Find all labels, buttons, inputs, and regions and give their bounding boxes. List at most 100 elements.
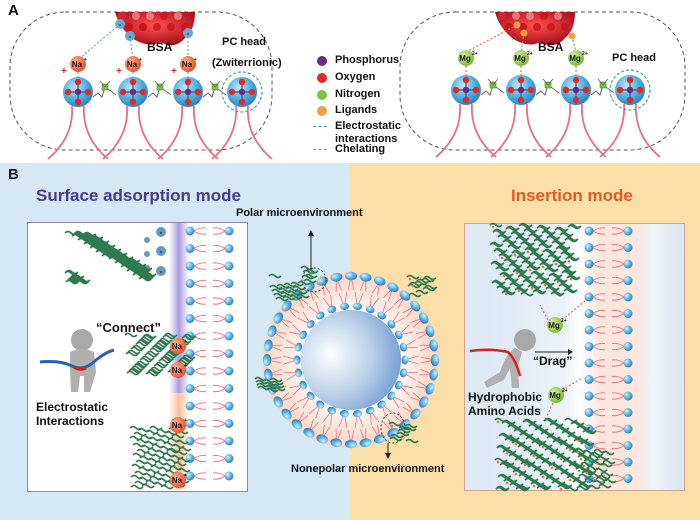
lipid-tail <box>212 349 226 354</box>
lipid-tail <box>193 230 207 235</box>
helix <box>151 453 165 459</box>
lipid-tail <box>611 342 625 347</box>
helix <box>538 243 552 249</box>
hydrophobic-residue <box>504 292 508 296</box>
helix <box>128 368 142 374</box>
helix <box>538 483 552 489</box>
vesicle-outer-head <box>273 396 284 408</box>
helix <box>539 262 553 268</box>
oxygen-atom <box>238 78 246 86</box>
hydrophobic-residue <box>577 439 581 443</box>
helix <box>421 277 435 283</box>
lipid-tail <box>611 392 625 397</box>
helix <box>550 291 564 297</box>
methyl-group <box>487 78 505 94</box>
pc-head-highlight <box>221 71 263 113</box>
helix <box>142 334 156 340</box>
lipid-tail <box>212 454 226 459</box>
helix <box>523 228 537 234</box>
helix <box>603 478 617 484</box>
bsa-bump <box>547 23 555 31</box>
bsa-bump <box>174 12 182 20</box>
vesicle-outer-head <box>291 419 303 430</box>
lipid-tail <box>83 105 109 160</box>
lipid-tail <box>193 265 207 270</box>
lipid-head <box>584 342 594 351</box>
helix <box>576 485 590 491</box>
sodium-ion <box>180 56 196 72</box>
helix <box>177 359 191 365</box>
electrostatic-interaction-line <box>77 23 121 61</box>
helix <box>130 346 144 352</box>
lipid-tail <box>611 379 625 384</box>
vesicle-inner-head <box>399 342 408 352</box>
helix <box>147 369 161 375</box>
oxygen-atom <box>626 96 634 104</box>
helix <box>165 351 179 357</box>
helix <box>422 286 436 292</box>
helix <box>541 430 555 436</box>
lipid-head <box>224 471 234 481</box>
helix <box>414 280 428 286</box>
phosphorus-atom <box>238 88 246 96</box>
bsa-label-right: BSA <box>538 40 564 54</box>
bsa-bump <box>125 23 133 31</box>
helix <box>396 431 410 437</box>
helix <box>416 278 430 284</box>
helix <box>573 478 587 484</box>
helix <box>564 237 578 243</box>
lipid-molecule <box>611 408 633 417</box>
helix <box>406 274 420 280</box>
lipid-tail <box>212 227 226 232</box>
lipid-head <box>224 454 234 463</box>
helix <box>498 473 512 479</box>
oxygen-atom <box>462 76 470 84</box>
hydrophobic-residue <box>550 466 554 470</box>
lipid-tail <box>193 349 207 354</box>
helix <box>504 277 518 283</box>
helix <box>517 274 531 280</box>
helix <box>300 265 314 271</box>
helix <box>405 438 419 444</box>
hydrophobic-residue <box>408 277 412 281</box>
lipid-tail <box>611 230 625 235</box>
helix <box>304 273 318 279</box>
helix <box>512 439 526 445</box>
helix <box>114 250 128 256</box>
helix <box>424 284 438 290</box>
hydrophobic-residue <box>541 265 545 269</box>
lipid-tail <box>611 441 625 446</box>
lipid-head <box>584 391 594 401</box>
lipid-head <box>224 384 234 393</box>
hydrophobic-caption-line1: Hydrophobic <box>468 390 542 404</box>
helix <box>498 253 512 259</box>
vesicle-inner-head <box>316 400 325 409</box>
lipid-molecule <box>584 309 606 318</box>
helix <box>156 438 170 444</box>
helix <box>140 444 154 450</box>
helix <box>601 450 615 456</box>
helix <box>129 435 143 441</box>
ligand <box>568 32 576 40</box>
helix <box>570 461 584 467</box>
pc-head-group <box>63 77 93 107</box>
helix <box>397 428 411 434</box>
lipid-molecule <box>584 408 606 417</box>
lipid-molecule <box>212 436 234 446</box>
oxygen-atom <box>462 96 470 104</box>
oxygen-atom <box>74 78 82 86</box>
lipid-molecule <box>611 375 633 384</box>
lipid-tail <box>592 263 606 268</box>
hydrophobic-caption-line2: Amino Acids <box>468 404 541 418</box>
helix <box>151 345 165 351</box>
lipid-molecule <box>584 325 606 335</box>
helix <box>590 451 604 457</box>
vesicle-outer-head <box>263 339 273 352</box>
helix <box>510 231 524 237</box>
vesicle-core <box>301 310 401 410</box>
lipid-head <box>584 292 594 302</box>
positive-charge-sign: + <box>171 66 177 77</box>
lipid-tail <box>611 329 625 334</box>
lipid-tail <box>193 332 207 337</box>
lipid-head <box>185 419 195 428</box>
